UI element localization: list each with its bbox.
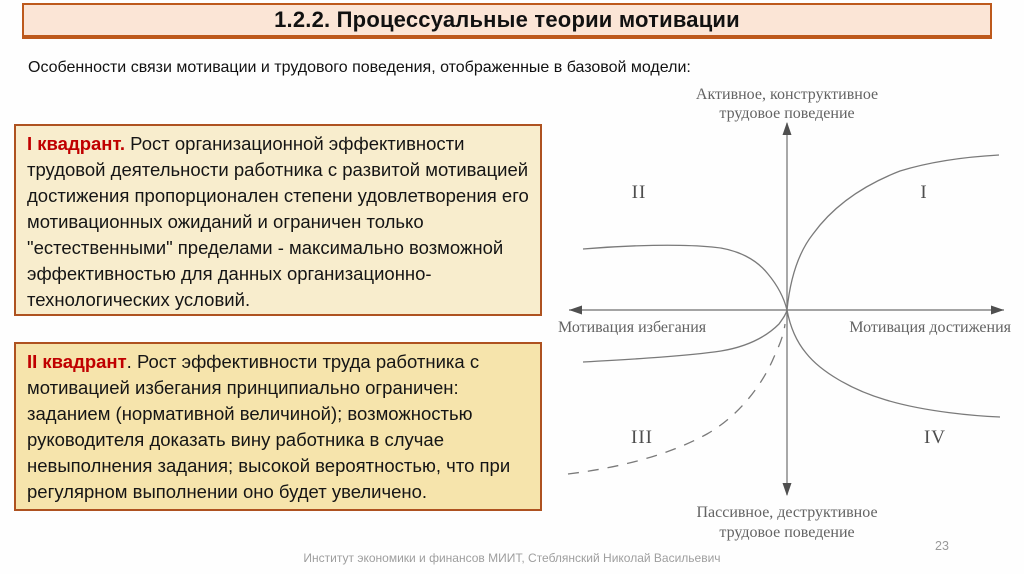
curve-dashed-limit (567, 323, 786, 475)
quadrant-1-box-label: I квадрант. (27, 133, 126, 154)
slide-subtitle: Особенности связи мотивации и трудового … (28, 59, 691, 76)
axis-bottom-label-line1: Пассивное, деструктивное (696, 504, 877, 521)
curve-quadrant-1 (786, 154, 1000, 311)
curve-quadrant-4 (786, 309, 1001, 418)
quadrant-3-numeral: III (631, 427, 653, 448)
axis-top-label-line2: трудовое поведение (719, 105, 854, 122)
quadrant-1-box-body: Рост организационной эффективности трудо… (27, 133, 529, 310)
page-number: 23 (935, 539, 949, 553)
axis-top-label-line1: Активное, конструктивное (696, 86, 878, 103)
quadrant-2-numeral: II (632, 182, 647, 203)
slide-title: 1.2.2. Процессуальные теории мотивации (274, 7, 740, 32)
axis-right-label: Мотивация достижения (849, 319, 1011, 336)
axis-left-label: Мотивация избегания (558, 319, 707, 336)
slide-title-bar: 1.2.2. Процессуальные теории мотивации (22, 3, 992, 39)
quadrant-2-box-body: . Рост эффективности труда работника с м… (27, 351, 511, 502)
footer-text: Институт экономики и финансов МИИТ, Стеб… (303, 551, 721, 565)
quadrant-1-text-box: I квадрант. Рост организационной эффекти… (14, 124, 542, 316)
quadrant-2-box-label: II квадрант (27, 351, 127, 372)
motivation-quadrant-diagram: Активное, конструктивное трудовое поведе… (555, 85, 1024, 560)
arrow-right-icon (991, 305, 1004, 315)
quadrant-4-numeral: IV (924, 427, 946, 448)
curve-quadrant-3 (582, 309, 788, 363)
arrow-down-icon (782, 483, 792, 496)
axis-bottom-label-line2: трудовое поведение (719, 524, 854, 541)
quadrant-1-numeral: I (920, 182, 927, 203)
arrow-up-icon (782, 122, 792, 135)
arrow-left-icon (569, 305, 582, 315)
quadrant-2-text-box: II квадрант. Рост эффективности труда ра… (14, 342, 542, 511)
curve-quadrant-2 (582, 244, 788, 311)
